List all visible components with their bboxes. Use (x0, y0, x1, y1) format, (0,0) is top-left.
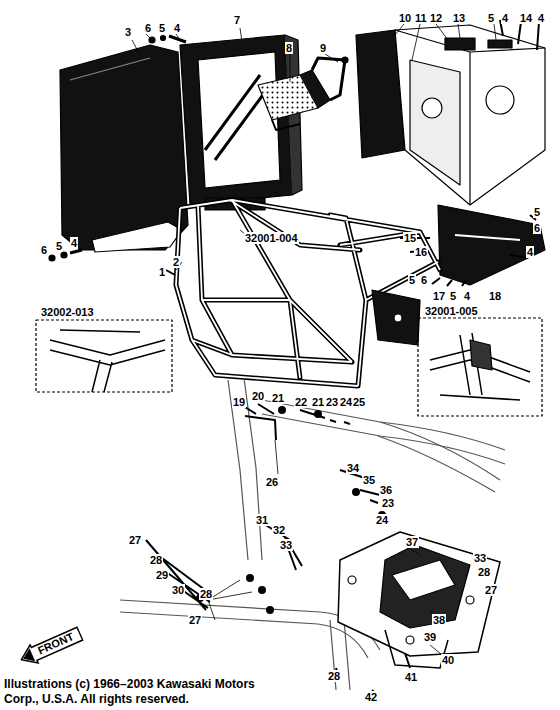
inset-box (418, 318, 542, 416)
arrow-head (20, 648, 35, 665)
callout-number: 22 (294, 396, 308, 408)
callout-number: 28 (327, 670, 341, 682)
callout-number: 40 (441, 654, 455, 666)
callout-number: 4 (526, 246, 534, 258)
callout-number: 4 (537, 12, 545, 24)
engine-plate (338, 532, 500, 668)
callout-number: 13 (452, 12, 466, 24)
callout-number: 26 (265, 476, 279, 488)
callout-number: 1 (158, 266, 166, 278)
callout-number: 42 (364, 691, 378, 703)
callout-number: 5 (158, 22, 166, 34)
callout-number: 15 (403, 232, 417, 244)
callout-number: 30 (171, 584, 185, 596)
inset-box (36, 320, 172, 392)
leader-line (132, 24, 496, 658)
callout-number: 6 (420, 274, 428, 286)
callout-number: 5 (408, 274, 416, 286)
callout-number: 28 (477, 566, 491, 578)
callout-number: 16 (414, 246, 428, 258)
callout-number: 5 (487, 12, 495, 24)
arrow-label: FRONT (16, 623, 84, 668)
side-cover (60, 45, 188, 250)
callout-number: 27 (188, 614, 202, 626)
pivot-plate (372, 290, 420, 345)
callout-number: 28 (199, 588, 213, 600)
callout-number: 32001-004 (244, 232, 299, 244)
callout-number: 25 (352, 396, 366, 408)
frame-tube (120, 378, 505, 690)
callout-number: 6 (144, 22, 152, 34)
callout-number: 36 (379, 484, 393, 496)
tool-box (356, 20, 545, 230)
callout-number: 8 (285, 42, 293, 54)
callout-number: 6 (40, 244, 48, 256)
cover-opening (92, 222, 182, 252)
callout-number: 27 (484, 584, 498, 596)
bolt-set (49, 36, 186, 262)
callout-number: 27 (128, 534, 142, 546)
callout-number: 3 (124, 26, 132, 38)
callout-number: 37 (405, 536, 419, 548)
callout-number: 5 (533, 206, 541, 218)
callout-number: 9 (319, 42, 327, 54)
callout-number: 11 (414, 12, 428, 24)
callout-number: 29 (155, 569, 169, 581)
callout-number: 6 (533, 222, 541, 234)
callout-number: 39 (423, 631, 437, 643)
callout-number: 24 (375, 514, 389, 526)
callout-number: 34 (346, 462, 360, 474)
mount-bracket (400, 205, 545, 286)
callout-number: 19 (232, 396, 246, 408)
callout-number: 20 (251, 390, 265, 402)
callout-number: 10 (398, 12, 412, 24)
callout-number: 5 (449, 290, 457, 302)
callout-number: 4 (463, 290, 471, 302)
callout-number: 5 (55, 240, 63, 252)
callout-number: 23 (325, 396, 339, 408)
callout-number: 18 (488, 290, 502, 302)
callout-number: 14 (519, 12, 533, 24)
callout-number: 32 (272, 524, 286, 536)
callout-number: 7 (233, 14, 241, 26)
callout-number: 31 (255, 514, 269, 526)
callout-number: 4 (70, 237, 78, 249)
callout-number: 4 (501, 12, 509, 24)
callout-number: 17 (432, 290, 446, 302)
callout-number: 12 (429, 12, 443, 24)
callout-number: 21 (311, 396, 325, 408)
callout-number: 38 (432, 614, 446, 626)
callout-number: 4 (173, 22, 181, 34)
callout-number: 32002-013 (40, 306, 95, 318)
callout-number: 35 (362, 474, 376, 486)
frame (176, 200, 440, 386)
callout-number: 33 (473, 552, 487, 564)
callout-number: 2 (172, 256, 180, 268)
callout-number: 32001-005 (424, 305, 479, 317)
callout-number: 41 (404, 671, 418, 683)
callout-number: 28 (149, 554, 163, 566)
copyright-caption: Illustrations (c) 1966–2003 Kawasaki Mot… (4, 677, 286, 707)
battery-box (180, 35, 302, 210)
callout-number: 23 (381, 497, 395, 509)
callout-number: 33 (279, 539, 293, 551)
bracket-tray (258, 57, 348, 130)
direction-arrow: FRONT (16, 623, 85, 670)
callout-number: 21 (271, 392, 285, 404)
